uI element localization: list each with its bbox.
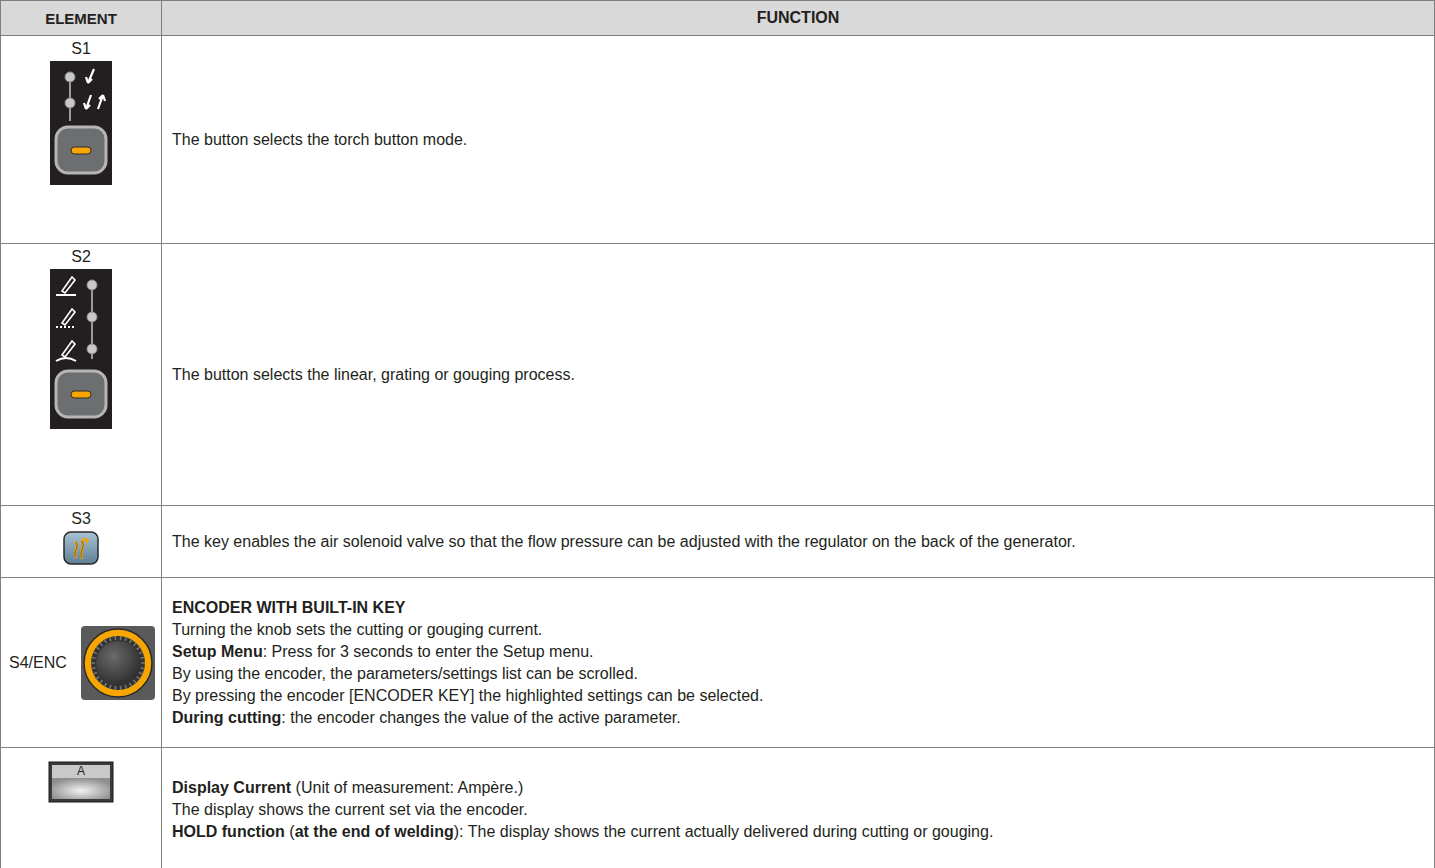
function-text: HOLD function bbox=[172, 823, 285, 840]
text-line: During cutting: the encoder changes the … bbox=[172, 707, 1424, 729]
text-line: Turning the knob sets the cutting or gou… bbox=[172, 619, 1424, 641]
text-line: ENCODER WITH BUILT-IN KEY bbox=[172, 597, 1424, 619]
function-text: Turning the knob sets the cutting or gou… bbox=[172, 621, 542, 638]
text-line: By pressing the encoder [ENCODER KEY] th… bbox=[172, 685, 1424, 707]
function-text: During cutting bbox=[172, 709, 281, 726]
function-cell: The key enables the air solenoid valve s… bbox=[162, 506, 1435, 577]
function-text: The key enables the air solenoid valve s… bbox=[172, 533, 1076, 550]
text-line: The display shows the current set via th… bbox=[172, 799, 1424, 821]
function-text: at the end of welding bbox=[295, 823, 454, 840]
process-button bbox=[50, 269, 112, 429]
air-valve-key bbox=[63, 531, 99, 565]
function-cell: The button selects the torch button mode… bbox=[162, 36, 1435, 243]
table-row: S3 The key enables the air solenoid valv… bbox=[0, 506, 1435, 578]
text-line: Display Current (Unit of measurement: Amp… bbox=[172, 777, 1424, 799]
element-name: S3 bbox=[71, 509, 91, 529]
function-text: Display Current bbox=[172, 779, 291, 796]
text-line: The button selects the linear, grating o… bbox=[172, 364, 1424, 386]
text-line: FUNCTION bbox=[757, 7, 840, 29]
function-text: ( bbox=[289, 823, 294, 840]
element-cell: S4/ENC bbox=[0, 578, 162, 747]
icon-holder bbox=[50, 61, 112, 185]
function-text: By pressing the encoder [ENCODER KEY] th… bbox=[172, 687, 763, 704]
table-row: S1 The button selects the torch button m… bbox=[0, 36, 1435, 244]
function-text: (Unit of measurement: Ampère.) bbox=[296, 779, 524, 796]
column-header: ELEMENT bbox=[45, 10, 117, 27]
element-cell: S1 bbox=[0, 36, 162, 243]
function-text: : Press for 3 seconds to enter the Setup… bbox=[263, 643, 594, 660]
text-line: Setup Menu: Press for 3 seconds to enter… bbox=[172, 641, 1424, 663]
function-text: By using the encoder, the parameters/set… bbox=[172, 665, 638, 682]
function-cell: FUNCTION bbox=[162, 1, 1435, 35]
text-line: By using the encoder, the parameters/set… bbox=[172, 663, 1424, 685]
icon-holder bbox=[81, 626, 155, 700]
function-text: The display shows the current set via th… bbox=[172, 801, 528, 818]
text-line: The button selects the torch button mode… bbox=[172, 129, 1424, 151]
element-cell: A bbox=[0, 748, 162, 868]
element-cell: S3 bbox=[0, 506, 162, 577]
function-cell: The button selects the linear, grating o… bbox=[162, 244, 1435, 505]
icon-holder: A bbox=[48, 761, 114, 803]
function-cell: Display Current (Unit of measurement: Amp… bbox=[162, 748, 1435, 868]
function-cell: ENCODER WITH BUILT-IN KEY Turning the kno… bbox=[162, 578, 1435, 747]
table-row: S4/ENC ENCODER WITH BUILT-IN KEY Turning … bbox=[0, 578, 1435, 748]
column-header: FUNCTION bbox=[757, 9, 840, 26]
encoder-knob bbox=[81, 626, 155, 700]
element-name: S4/ENC bbox=[9, 653, 67, 673]
element-name: S2 bbox=[71, 247, 91, 267]
icon-holder bbox=[50, 269, 112, 429]
element-cell: ELEMENT bbox=[0, 1, 162, 35]
element-name: S1 bbox=[71, 39, 91, 59]
text-line: The key enables the air solenoid valve s… bbox=[172, 531, 1424, 553]
header-row: ELEMENT FUNCTION bbox=[0, 1, 1435, 36]
function-text: ENCODER WITH BUILT-IN KEY bbox=[172, 599, 405, 616]
key-letter: A bbox=[48, 764, 114, 778]
function-text: Setup Menu bbox=[172, 643, 263, 660]
function-text: ): The display shows the current actuall… bbox=[454, 823, 994, 840]
text-line: HOLD function(at the end of welding): Th… bbox=[172, 821, 1424, 843]
element-cell: S2 bbox=[0, 244, 162, 505]
torch-mode-button bbox=[50, 61, 112, 185]
function-text: The button selects the torch button mode… bbox=[172, 131, 467, 148]
table-row: S2 The button selects the linear, gratin… bbox=[0, 244, 1435, 506]
function-text: The button selects the linear, grating o… bbox=[172, 366, 575, 383]
icon-holder bbox=[63, 531, 99, 565]
table-row: A Display Current (Unit of measurement: Am… bbox=[0, 748, 1435, 868]
function-text: : the encoder changes the value of the a… bbox=[281, 709, 680, 726]
